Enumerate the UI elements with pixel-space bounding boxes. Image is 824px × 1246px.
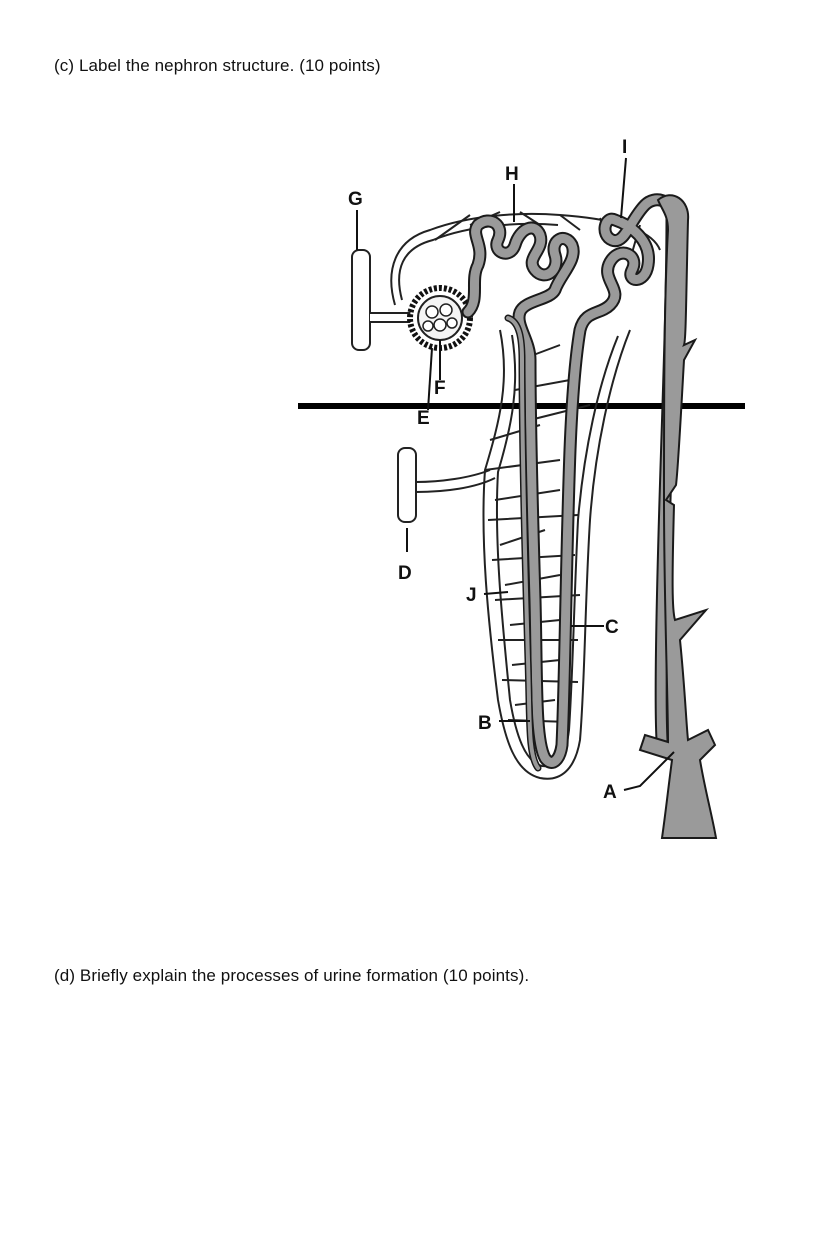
afferent-arteriole xyxy=(351,249,414,351)
question-c-label-nephron: (c) Label the nephron structure. (10 poi… xyxy=(54,56,381,75)
nephron-svg: G H I F E D J C B A xyxy=(298,137,745,839)
collecting-duct xyxy=(638,194,718,839)
renal-corpuscle xyxy=(407,285,473,351)
nephron-tubule xyxy=(461,193,679,772)
question-d-urine-formation: (d) Briefly explain the processes of uri… xyxy=(54,966,530,985)
label-B: B xyxy=(478,713,492,734)
nephron-diagram: G H I F E D J C B A xyxy=(290,128,750,868)
label-C: C xyxy=(605,617,619,638)
label-H: H xyxy=(505,164,519,185)
label-F: F xyxy=(434,378,446,399)
efferent-vessel xyxy=(397,447,496,523)
label-A: A xyxy=(603,782,617,803)
label-G: G xyxy=(348,189,363,210)
label-E: E xyxy=(417,408,430,429)
label-I: I xyxy=(622,137,627,158)
label-J: J xyxy=(466,585,477,606)
label-D: D xyxy=(398,563,412,584)
label-leader-lines xyxy=(356,157,675,791)
